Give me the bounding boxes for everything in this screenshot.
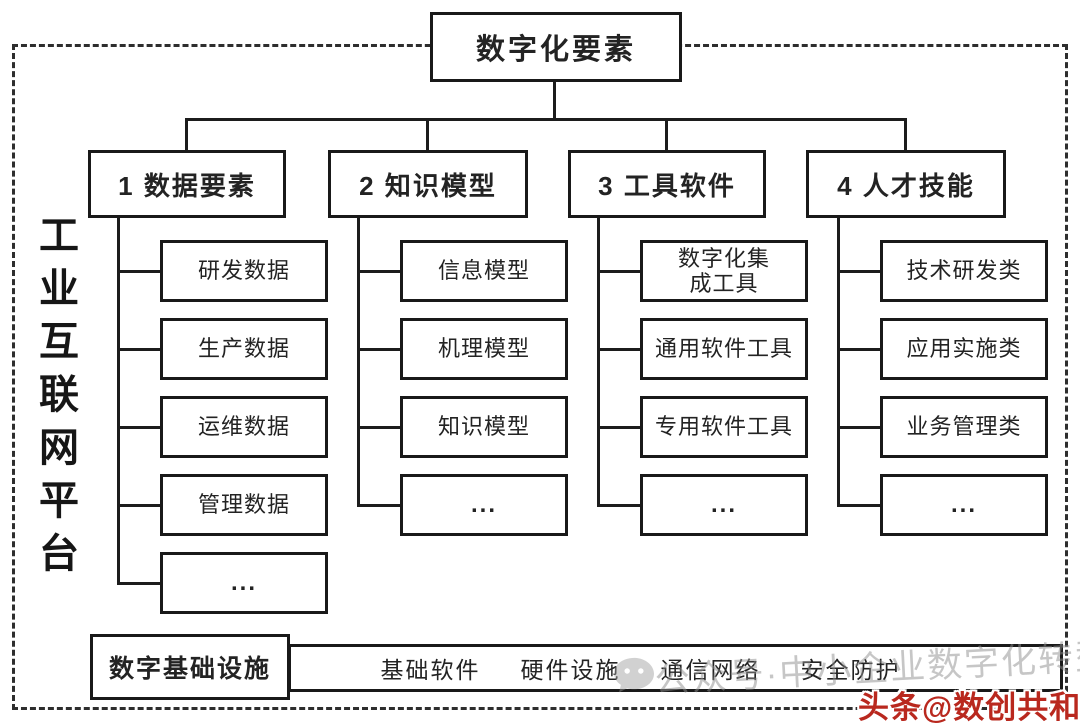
child-node: 通用软件工具: [640, 318, 808, 380]
stub-line: [597, 270, 640, 273]
trunk-line: [117, 218, 120, 584]
connector-line: [904, 118, 907, 150]
stub-line: [837, 348, 880, 351]
stub-line: [597, 504, 640, 507]
child-node: 应用实施类: [880, 318, 1048, 380]
infrastructure-item: 基础软件: [380, 657, 481, 683]
wechat-icon: [614, 657, 654, 693]
child-node: 管理数据: [160, 474, 328, 536]
stub-line: [117, 582, 160, 585]
trunk-line: [357, 218, 360, 506]
toutiao-watermark: 头条@数创共和: [858, 690, 1080, 724]
child-node: 运维数据: [160, 396, 328, 458]
stub-line: [117, 270, 160, 273]
root-node: 数字化要素: [430, 12, 682, 82]
stub-line: [837, 504, 880, 507]
child-node: 研发数据: [160, 240, 328, 302]
connector-line: [426, 118, 429, 150]
child-node: 专用软件工具: [640, 396, 808, 458]
connector-line: [185, 118, 907, 121]
infrastructure-item: 安全防护: [800, 657, 901, 683]
column-header-data: 1 数据要素: [88, 150, 286, 218]
infrastructure-item: 硬件设施: [520, 657, 621, 683]
child-node: 数字化集成工具: [640, 240, 808, 302]
stub-line: [357, 426, 400, 429]
stub-line: [357, 270, 400, 273]
child-node: 知识模型: [400, 396, 568, 458]
infrastructure-title: 数字基础设施: [90, 634, 290, 700]
column-header-tools: 3 工具软件: [568, 150, 766, 218]
stub-line: [117, 348, 160, 351]
stub-line: [597, 348, 640, 351]
child-node: 机理模型: [400, 318, 568, 380]
platform-label: 工业互联网平台: [33, 214, 77, 585]
child-node-more: ...: [640, 474, 808, 536]
stub-line: [117, 426, 160, 429]
stub-line: [117, 504, 160, 507]
infrastructure-bar: 基础软件 硬件设施 通信网络 安全防护: [288, 644, 1063, 692]
infrastructure-item: 通信网络: [660, 657, 761, 683]
child-node: 技术研发类: [880, 240, 1048, 302]
child-node-more: ...: [160, 552, 328, 614]
connector-line: [553, 82, 556, 118]
trunk-line: [837, 218, 840, 506]
child-node: 生产数据: [160, 318, 328, 380]
child-node-more: ...: [400, 474, 568, 536]
stub-line: [837, 270, 880, 273]
stub-line: [357, 504, 400, 507]
connector-line: [665, 118, 668, 150]
column-header-knowledge: 2 知识模型: [328, 150, 528, 218]
child-node-more: ...: [880, 474, 1048, 536]
stub-line: [597, 426, 640, 429]
child-node: 信息模型: [400, 240, 568, 302]
stub-line: [837, 426, 880, 429]
stub-line: [357, 348, 400, 351]
column-header-talent: 4 人才技能: [806, 150, 1006, 218]
connector-line: [185, 118, 188, 150]
trunk-line: [597, 218, 600, 506]
child-node: 业务管理类: [880, 396, 1048, 458]
